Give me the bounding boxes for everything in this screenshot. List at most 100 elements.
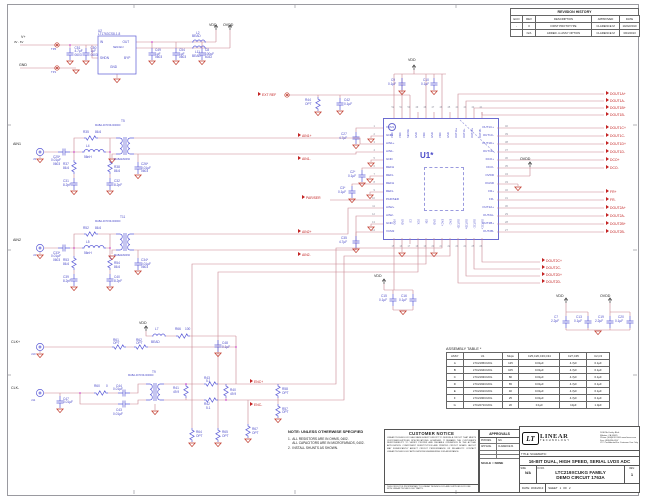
- assembly-cell: C: [446, 373, 464, 381]
- chip-pin-number: 16: [399, 244, 403, 248]
- net-label: DOUT2C+: [542, 258, 562, 263]
- assembly-cell: 0.1µF: [586, 380, 610, 388]
- text-label: 3V - 6V: [14, 40, 24, 44]
- net-label: DOUT2B-: [606, 229, 625, 234]
- chip-pin-name: AIN2+: [386, 205, 395, 210]
- component-label: 0.1µF: [615, 318, 624, 323]
- assembly-cell: 10µF: [559, 401, 588, 409]
- assembly-cell: 0.01µF: [518, 394, 561, 402]
- schematic-title: 16-BIT DUAL, HIGH SPEED, SERIAL LVDS ADC: [520, 457, 639, 466]
- revision-cell: 3/04/2013: [619, 29, 640, 37]
- approvals-cell: [480, 454, 497, 458]
- chip-pin-name: GND: [415, 131, 418, 138]
- chip-pin-name: REFH: [386, 181, 395, 186]
- chip-pin-number: 43: [463, 105, 467, 109]
- chip-pin-name: OUT1D+: [482, 141, 494, 146]
- component-label: 0.01µF: [63, 400, 73, 405]
- chip-pin-number: 21: [439, 244, 443, 248]
- assembly-cell: LTC2195CUKG: [462, 359, 503, 367]
- revision-cell: -: [510, 22, 523, 30]
- address-line: LTC Confidential-For Customer Use Only: [600, 442, 638, 445]
- text-label: VDD: [139, 321, 147, 325]
- component-label: 4.7µF: [339, 135, 348, 140]
- chip-pin-name: GND: [400, 219, 404, 225]
- chip-pin-name: OUT1A+: [455, 127, 458, 138]
- net-label: DCO-: [606, 165, 619, 170]
- net-label: DOUT2B+: [606, 221, 626, 226]
- approvals-title: APPROVALS: [480, 430, 519, 438]
- net-label: AIN2+: [298, 229, 312, 234]
- component-label: 49.9: [230, 391, 237, 396]
- component-label: L4: [86, 143, 90, 148]
- chip-pin-name: VDD: [423, 132, 426, 138]
- net-label: DCO+: [606, 157, 620, 162]
- chip-pin-number: 12: [372, 213, 375, 217]
- revision-cell: N/A: [522, 29, 536, 37]
- net-label: FR-: [606, 197, 616, 202]
- assembly-cell: 65: [501, 380, 520, 388]
- chip-pin-number: 7: [373, 173, 375, 177]
- chip-pin-name: VDD: [392, 219, 396, 225]
- chip-pin-number: 26: [479, 244, 483, 248]
- chip-pin-name: OUT2C-: [472, 219, 476, 229]
- assembly-cell: B: [446, 366, 464, 374]
- assembly-column-header: C2,C3: [586, 352, 610, 360]
- text-label: OVDD: [520, 157, 531, 161]
- component-label: 0.1µF: [379, 297, 388, 302]
- chip-pin-number: 5: [373, 157, 375, 161]
- chip-pin-name: CS: [408, 219, 412, 223]
- net-label: DOUT2A-: [606, 213, 625, 218]
- revision-cell: [510, 29, 523, 37]
- component-label: 0603: [53, 257, 61, 262]
- chip-pin-name: VDD: [399, 132, 402, 138]
- net-label: DOUT2D-: [542, 279, 561, 284]
- net-label: AIN2-: [298, 252, 311, 257]
- component-label: MABA-007159-000000: [95, 219, 121, 223]
- revision-cell: 0: [522, 22, 536, 30]
- component-label: 0603: [90, 52, 98, 57]
- chip-reference: U1*: [420, 151, 434, 160]
- component-label: 0.01µF: [113, 387, 123, 392]
- chip-pin-name: OUT2C+: [480, 219, 484, 230]
- assembly-cell: LTC2194CUKG: [462, 366, 503, 374]
- net-label: DOUT1A+: [606, 91, 626, 96]
- assembly-cell: 0.1µF: [586, 394, 610, 402]
- component-label: 0: [106, 384, 108, 388]
- chip-pin-name: DCO+: [485, 157, 494, 162]
- chip-pin-number: 23: [455, 244, 459, 248]
- chip-pin-name: AIN2-: [386, 213, 394, 218]
- component-label: 0.1µF: [222, 344, 231, 349]
- chip-pin-name: SDI: [424, 219, 428, 224]
- assembly-cell: F: [446, 394, 464, 402]
- component-label: MABA-007159-000000: [95, 123, 121, 127]
- component-label: OPT: [113, 341, 120, 346]
- component-label: 0603: [141, 265, 149, 270]
- chip-pin-number: 32: [505, 189, 508, 193]
- chip-pin-name: FR-: [489, 197, 494, 202]
- chip-pin-number: 11: [372, 205, 375, 209]
- component-label: 86.6: [114, 168, 121, 173]
- component-label: 5.1: [206, 379, 211, 384]
- component-label: T5: [121, 118, 125, 123]
- net-label: AIN1+: [298, 133, 312, 138]
- chip-pin-number: 9: [373, 189, 375, 193]
- net-label: ENC+: [250, 379, 263, 384]
- assembly-cell: 0.01µF: [518, 373, 561, 381]
- assembly-cell: 25: [501, 394, 520, 402]
- chip-pin-name: ENC-: [448, 219, 452, 226]
- assembly-cell: 105: [501, 366, 520, 374]
- net-label: FR+: [606, 189, 617, 194]
- chip-pin-number: 25: [471, 244, 475, 248]
- assembly-cell: LTC2190CUKG: [462, 394, 503, 402]
- notes-items: 1. ALL RESISTORS ARE IN OHMS, 0402. ALL …: [288, 437, 383, 451]
- assembly-cell: A: [446, 359, 464, 367]
- chip-pin-number: 34: [505, 173, 508, 177]
- chip-pin-number: 42: [471, 105, 475, 109]
- revision-column-header: DESCRIPTION: [535, 15, 592, 23]
